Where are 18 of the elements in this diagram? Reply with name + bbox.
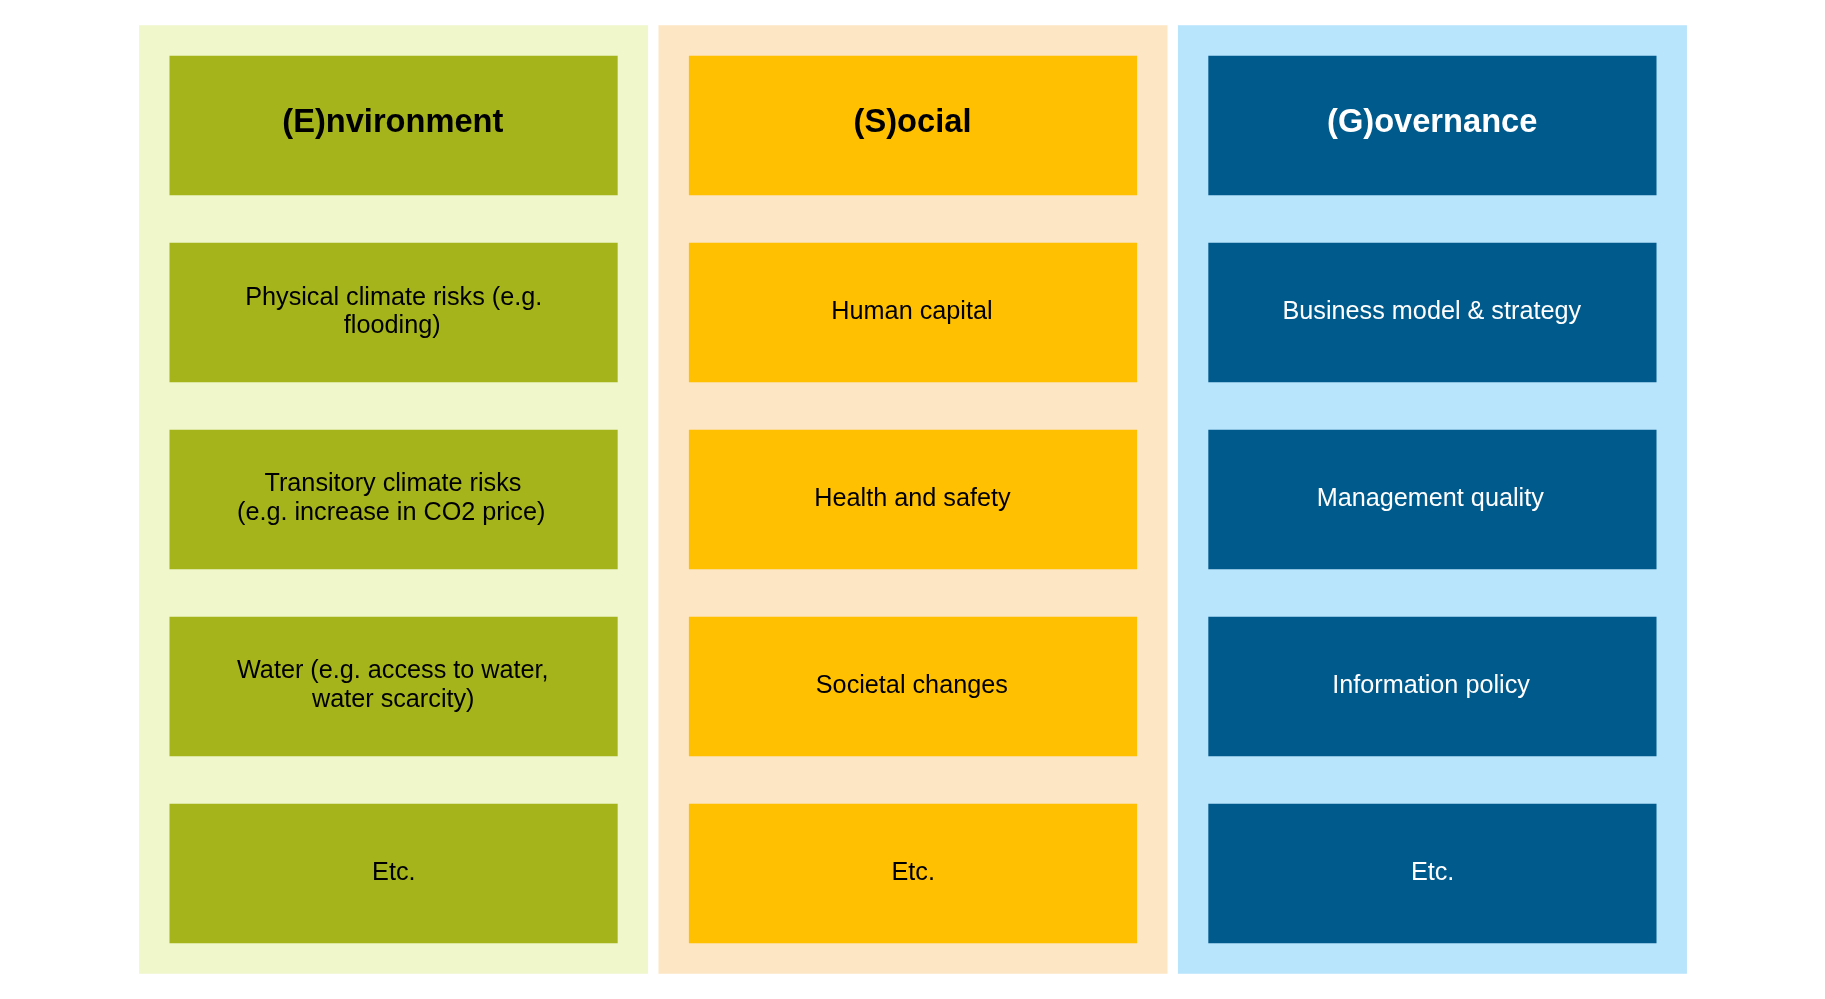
node-box: Water (e.g. access to water, water scarcity)	[169, 616, 618, 757]
node-box: (E)nvironment	[169, 55, 618, 196]
node-box: Health and safety	[688, 429, 1137, 570]
node-box: Business model & strategy	[1207, 242, 1656, 383]
node-box: (S)ocial	[688, 55, 1137, 196]
node-box: Physical climate risks (e.g. flooding)	[169, 242, 618, 383]
node-box: Transitory climate risks (e.g. increase in CO2 price)	[169, 429, 618, 570]
cluster	[658, 25, 1167, 974]
node-box: Societal changes	[688, 616, 1137, 757]
node-box: Management quality	[1207, 429, 1656, 570]
cluster	[138, 25, 648, 974]
cluster	[1177, 25, 1687, 974]
node-box: Information policy	[1207, 616, 1656, 757]
node-box: Etc.	[1207, 803, 1656, 944]
node-box: (G)overnance	[1207, 55, 1656, 196]
node-box: Etc.	[169, 803, 618, 944]
node-box: Etc.	[688, 803, 1137, 944]
node-box: Human capital	[688, 242, 1137, 383]
